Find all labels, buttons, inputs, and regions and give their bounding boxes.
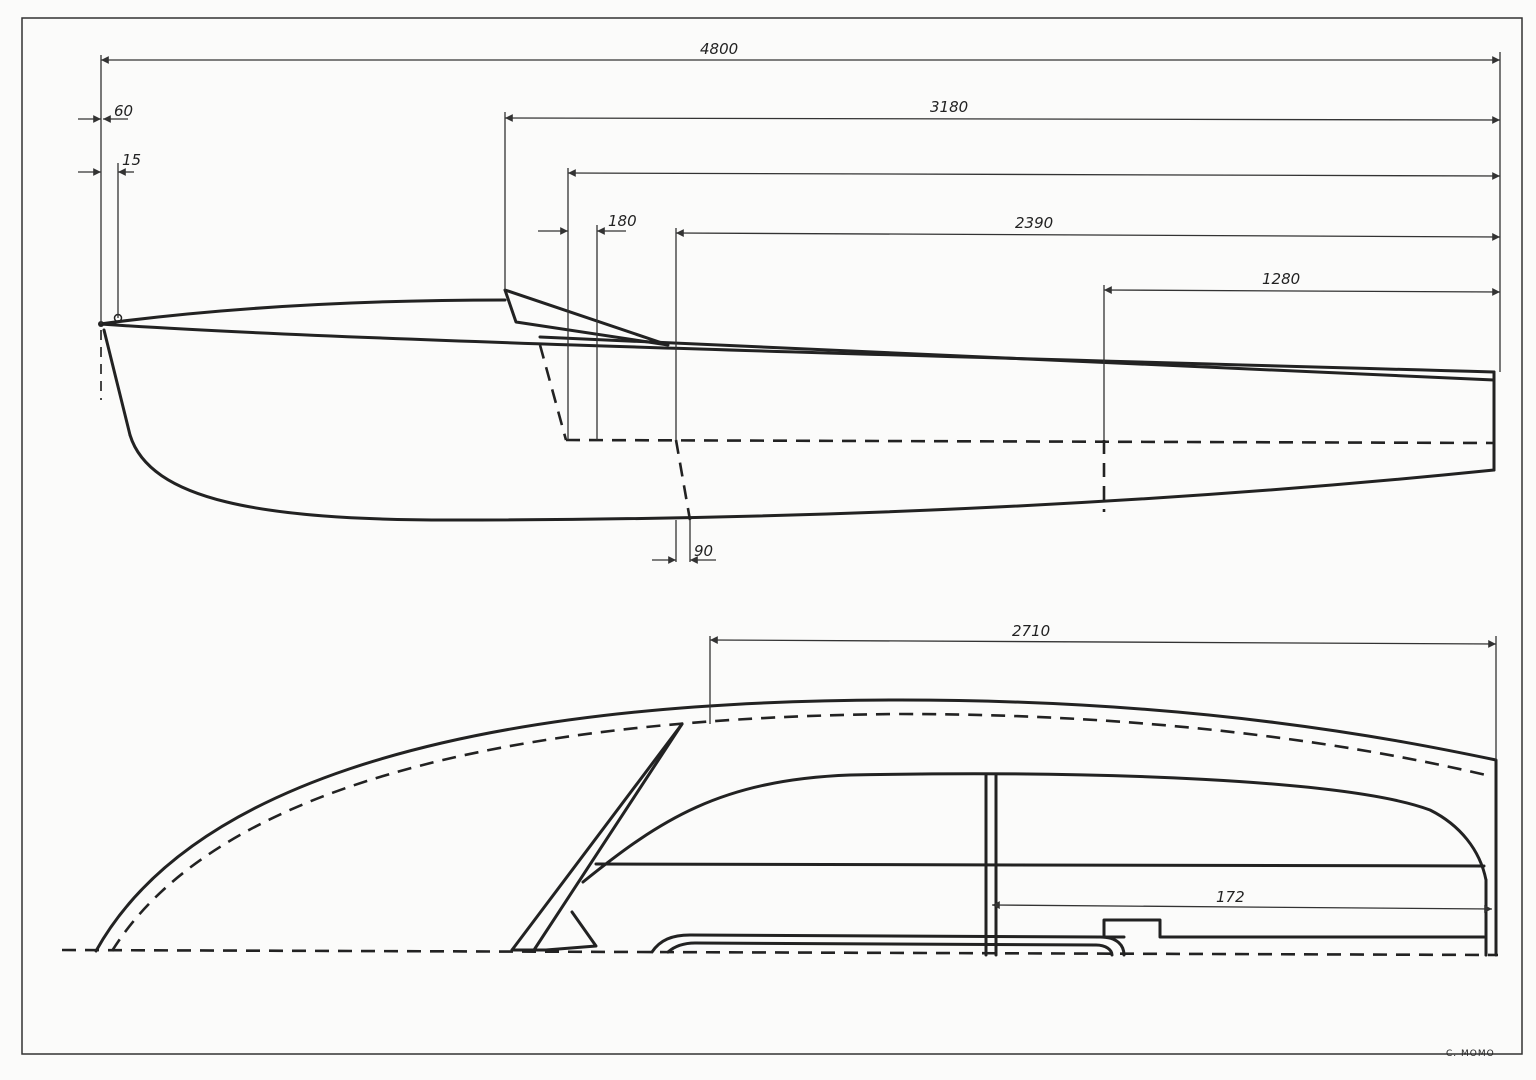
dim-4800-label: 4800 [700, 40, 738, 58]
deck-dimensions: 2710 172 [709, 622, 1497, 913]
cockpit-floor [565, 438, 1495, 445]
windscreen-base [510, 910, 598, 952]
dim-line-1280 [1103, 286, 1501, 296]
cockpit-arc [581, 772, 1488, 957]
side-dimensions: 4800 3180 2390 1280 180 60 15 90 [78, 40, 1501, 564]
cockpit-coaming [594, 862, 1486, 868]
windscreen [503, 288, 670, 347]
inner-deck-curve [110, 712, 1487, 952]
engine-hatch [1102, 918, 1486, 939]
keel-line [128, 433, 1496, 522]
bulkhead-front [538, 344, 568, 441]
dim-1280-label: 1280 [1262, 270, 1300, 288]
dim-line-unlabeled [567, 169, 1501, 180]
dim-60-label: 60 [114, 102, 133, 120]
frame-border [21, 17, 1523, 1055]
baseline [61, 948, 1499, 957]
dim-2710-label: 2710 [1012, 622, 1050, 640]
sheer-line [98, 322, 1496, 374]
dim-172-label: 172 [1216, 888, 1245, 906]
signature-text: C. MOMO [1446, 1049, 1495, 1059]
rubrail-line [538, 335, 1496, 382]
dim-90-label: 90 [694, 542, 713, 560]
deck-profile-view [61, 698, 1499, 957]
seat-outline-outer [650, 933, 1126, 957]
seat-outline-inner [666, 941, 1114, 957]
outer-deck-curve [94, 698, 1498, 957]
dim-180-label: 180 [608, 212, 637, 230]
windscreen-frame-rear [532, 722, 684, 952]
side-elevation-view [98, 288, 1496, 522]
dim-line-2710 [709, 636, 1497, 648]
dim-3180-label: 3180 [930, 98, 968, 116]
deck-line [98, 298, 507, 326]
dim-2390-label: 2390 [1015, 214, 1053, 232]
dim-line-2390 [675, 229, 1501, 241]
dim-line-3180 [504, 114, 1501, 124]
windscreen-frame-front [510, 722, 684, 952]
dim-line-172 [991, 901, 1493, 913]
dim-15-label: 15 [122, 151, 141, 169]
stem-line [102, 328, 132, 437]
seat-line [674, 439, 692, 521]
